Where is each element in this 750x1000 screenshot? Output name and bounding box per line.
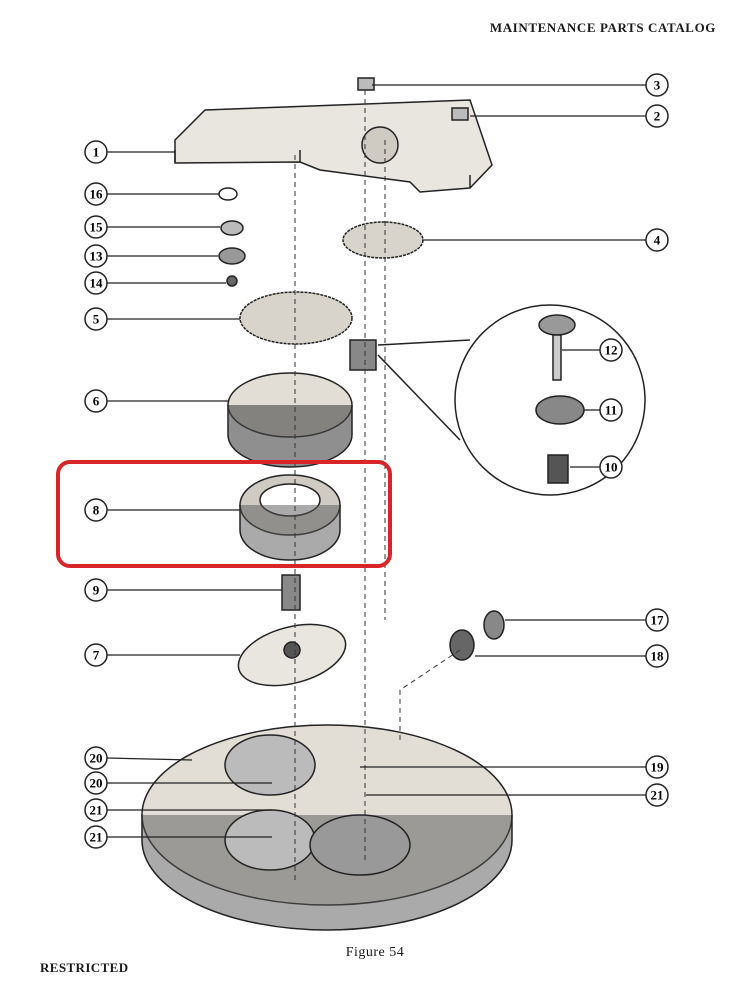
callout-number: 21 xyxy=(651,788,664,803)
callout-circle xyxy=(84,578,108,602)
callout-17: 17 xyxy=(505,608,669,632)
callout-number: 18 xyxy=(651,649,665,664)
callout-1: 1 xyxy=(84,140,175,164)
callout-20: 20 xyxy=(84,771,272,795)
callout-number: 7 xyxy=(93,648,100,663)
callout-circle xyxy=(84,825,108,849)
callout-number: 2 xyxy=(654,109,661,124)
part-12 xyxy=(538,314,576,336)
callout-circle xyxy=(645,608,669,632)
callout-number: 1 xyxy=(93,145,100,160)
callout-18: 18 xyxy=(475,644,669,668)
part-15 xyxy=(220,220,244,236)
figure-caption: Figure 54 xyxy=(345,945,405,960)
callout-circle xyxy=(84,746,108,770)
part-11 xyxy=(535,395,585,425)
part-13 xyxy=(218,247,246,265)
callout-circle xyxy=(645,73,669,97)
callout-circle xyxy=(84,643,108,667)
callout-circle xyxy=(599,398,623,422)
part-pinion-assembly xyxy=(349,339,377,371)
callout-number: 12 xyxy=(605,343,618,358)
callout-21: 21 xyxy=(366,783,669,807)
callout-number: 19 xyxy=(651,760,665,775)
callout-15: 15 xyxy=(84,215,220,239)
callout-number: 8 xyxy=(93,503,100,518)
callout-14: 14 xyxy=(84,271,226,295)
callout-number: 17 xyxy=(651,613,665,628)
part-1-plate xyxy=(174,99,493,193)
highlight-box-part-8 xyxy=(56,460,392,568)
callout-number: 9 xyxy=(93,583,100,598)
callout-circle xyxy=(599,455,623,479)
callout-circle xyxy=(84,798,108,822)
callout-circle xyxy=(84,271,108,295)
callout-number: 11 xyxy=(605,403,617,418)
callout-19: 19 xyxy=(360,755,669,779)
callout-21: 21 xyxy=(84,825,272,849)
catalog-header: MAINTENANCE PARTS CATALOG xyxy=(489,20,716,35)
part-10 xyxy=(547,454,569,484)
callout-circle xyxy=(645,644,669,668)
part-2-screw xyxy=(451,107,469,121)
part-4-gear xyxy=(342,221,424,259)
callout-circle xyxy=(84,389,108,413)
callout-number: 21 xyxy=(90,830,103,845)
part-3-screw xyxy=(357,77,375,91)
callout-number: 16 xyxy=(90,187,104,202)
part-18 xyxy=(449,629,475,661)
callout-7: 7 xyxy=(84,643,240,667)
leader-line xyxy=(106,757,193,761)
callout-13: 13 xyxy=(84,244,218,268)
callout-16: 16 xyxy=(84,182,219,206)
callout-circle xyxy=(645,228,669,252)
callout-circle xyxy=(599,338,623,362)
callout-circle xyxy=(84,771,108,795)
callout-8: 8 xyxy=(84,498,240,522)
callout-number: 20 xyxy=(90,776,103,791)
part-9-arbor xyxy=(281,574,301,611)
callout-10: 10 xyxy=(570,455,623,479)
callout-number: 14 xyxy=(90,276,104,291)
callout-circle xyxy=(645,755,669,779)
callout-5: 5 xyxy=(84,307,240,331)
part-16 xyxy=(218,187,238,201)
part-14 xyxy=(226,275,238,287)
callout-12: 12 xyxy=(562,338,623,362)
callout-circle xyxy=(84,307,108,331)
callout-circle xyxy=(84,244,108,268)
callout-4: 4 xyxy=(422,228,669,252)
classification-marking: RESTRICTED xyxy=(40,960,129,975)
part-5-gear xyxy=(239,291,353,345)
callout-circle xyxy=(84,498,108,522)
callout-3: 3 xyxy=(372,73,669,97)
callout-number: 4 xyxy=(654,233,661,248)
callout-circle xyxy=(645,783,669,807)
callout-number: 21 xyxy=(90,803,103,818)
callout-number: 13 xyxy=(90,249,104,264)
callout-number: 20 xyxy=(90,751,103,766)
callout-21: 21 xyxy=(84,798,272,822)
callout-circle xyxy=(84,140,108,164)
callout-number: 5 xyxy=(93,312,100,327)
callout-circle xyxy=(84,182,108,206)
callout-number: 6 xyxy=(93,394,100,409)
callout-number: 15 xyxy=(90,220,104,235)
callout-circle xyxy=(84,215,108,239)
part-17 xyxy=(483,610,505,640)
callout-11: 11 xyxy=(584,398,623,422)
callout-2: 2 xyxy=(470,104,669,128)
callout-circle xyxy=(645,104,669,128)
callout-6: 6 xyxy=(84,389,228,413)
callout-number: 10 xyxy=(605,460,618,475)
callout-20: 20 xyxy=(84,746,193,770)
callout-number: 3 xyxy=(654,78,661,93)
callout-9: 9 xyxy=(84,578,282,602)
